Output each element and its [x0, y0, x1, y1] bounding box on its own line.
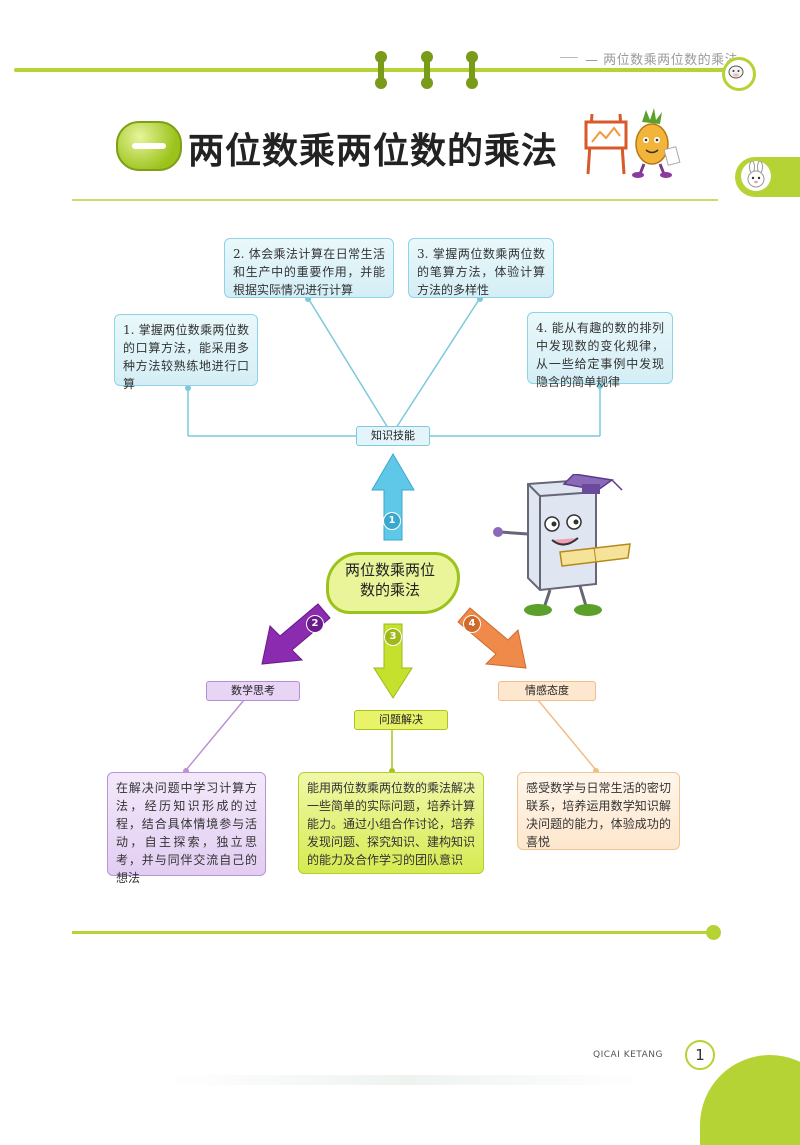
chapter-number-badge: 一 — [116, 121, 182, 171]
down-arrow-icon — [373, 623, 413, 699]
footer-brand: QICAI KETANG — [593, 1050, 663, 1060]
book-mascot-illustration — [493, 474, 631, 616]
center-topic-line2: 数的乘法 — [359, 581, 420, 599]
step-number-4: 4 — [463, 615, 481, 633]
header-dash — [560, 57, 578, 58]
center-topic-bubble — [326, 552, 460, 614]
category-thinking: 数学思考 — [206, 681, 300, 701]
pineapple-painter-illustration — [584, 108, 681, 178]
binder-pin-icon — [466, 51, 478, 89]
running-title: — 两位数乘两位数的乘法 — [585, 53, 739, 68]
attitude-box: 感受数学与日常生活的密切联系，培养运用数学知识解决问题的能力，体验成功的喜悦 — [517, 772, 680, 850]
step-number-1: 1 — [383, 512, 401, 530]
category-problem: 问题解决 — [354, 710, 448, 730]
binder-pin-icon — [421, 51, 433, 89]
up-arrow-icon — [371, 453, 415, 541]
rabbit-tab-icon — [735, 157, 800, 197]
down-left-arrow-icon — [261, 603, 331, 665]
goal-box-2: 2. 体会乘法计算在日常生活和生产中的重要作用，并能根据实际情况进行计算 — [224, 238, 394, 298]
page-title: 两位数乘两位数的乘法 — [188, 131, 559, 172]
center-topic: 两位数乘两位 数的乘法 — [326, 560, 454, 600]
footer-rule — [72, 931, 712, 934]
step-number-3: 3 — [384, 628, 402, 646]
footer-dot — [706, 925, 721, 940]
category-attitude: 情感态度 — [498, 681, 596, 701]
category-knowledge: 知识技能 — [356, 426, 430, 446]
title-rule — [72, 199, 718, 201]
chapter-ordinal: 一 — [132, 143, 166, 149]
problem-box: 能用两位数乘两位数的乘法解决一些简单的实际问题，培养计算能力。通过小组合作讨论，… — [298, 772, 484, 874]
goal-box-3: 3. 掌握两位数乘两位数的笔算方法，体验计算方法的多样性 — [408, 238, 554, 298]
mind-map-connectors — [183, 296, 603, 774]
center-topic-line1: 两位数乘两位 — [344, 561, 435, 579]
header-rule — [14, 68, 734, 72]
goal-box-1: 1. 掌握两位数乘两位数的口算方法，能采用多种方法较熟练地进行口算 — [114, 314, 258, 391]
footer-fade — [165, 1075, 645, 1085]
binder-pin-icon — [375, 51, 387, 89]
page-number: 1 — [685, 1040, 715, 1070]
thinking-box: 在解决问题中学习计算方法，经历知识形成的过程，结合具体情境参与活动，自主探索，独… — [107, 772, 266, 885]
cow-mascot-icon — [722, 57, 756, 91]
step-number-2: 2 — [306, 615, 324, 633]
goal-box-4: 4. 能从有趣的数的排列中发现数的变化规律，从一些给定事例中发现隐含的简单规律 — [527, 312, 673, 389]
